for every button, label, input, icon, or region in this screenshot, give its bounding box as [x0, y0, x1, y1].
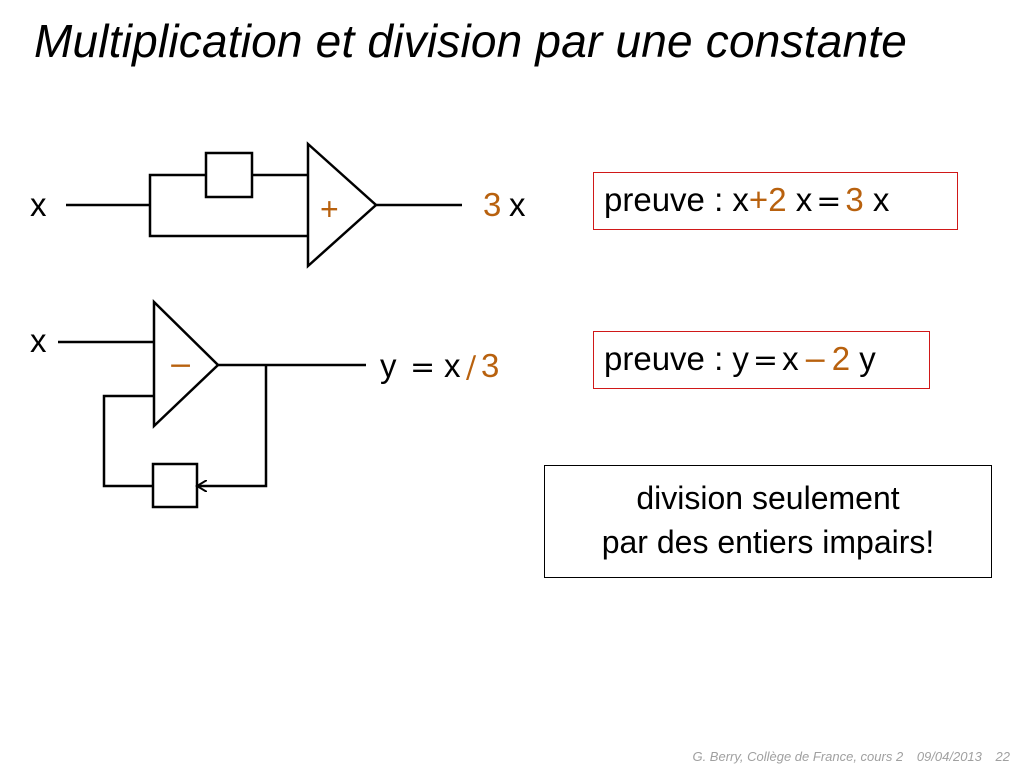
feedback-return-wire [102, 394, 154, 488]
footer-date: 09/04/2013 [916, 749, 982, 764]
output-x-label: x [444, 347, 461, 384]
output-y-label: y [380, 347, 397, 384]
adder-triangle [306, 141, 378, 269]
proof-term-y: y [732, 340, 749, 377]
proof-term-x: x [732, 181, 749, 218]
proof-minus-sign: − [802, 343, 828, 378]
proof-two: 2 [768, 181, 787, 218]
register-box [204, 151, 254, 199]
output-equals: = [410, 350, 435, 385]
proof-term-y2: y [859, 340, 876, 377]
proof-prefix-2: preuve : [604, 340, 724, 377]
proof-two-div: 2 [831, 340, 851, 377]
proof-term-x-div: x [782, 340, 799, 377]
subtractor-sign: − [168, 348, 193, 383]
odd-divisor-note: division seulement par des entiers impai… [544, 465, 992, 578]
feedback-register-box [151, 462, 199, 509]
proof-equals: = [816, 184, 842, 219]
proof-three: 3 [845, 181, 864, 218]
top-branch-wire [148, 173, 206, 205]
input-x-label: x [30, 186, 47, 223]
proof-prefix: preuve : [604, 181, 724, 218]
subtractor-triangle [152, 299, 220, 429]
footer-author: G. Berry, Collège de France, cours 2 [692, 749, 904, 764]
feedback-wire [197, 365, 268, 486]
output-variable: x [509, 186, 526, 223]
slide-footer: G. Berry, Collège de France, cours 2 09/… [682, 749, 1010, 764]
multiplier-circuit [66, 141, 462, 269]
proof-plus-sign: + [748, 181, 769, 218]
output-divisor: 3 [481, 347, 499, 384]
footer-page-number: 22 [995, 749, 1010, 764]
proof-term-x2: x [795, 181, 813, 218]
bottom-branch-wire [148, 205, 308, 238]
note-line-2: par des entiers impairs! [601, 524, 935, 560]
proof-term-x3: x [872, 181, 890, 218]
divider-circuit [58, 299, 366, 509]
proof-box-multiplication: preuve : x+2 x=3 x [593, 172, 958, 230]
proof-equals-2: = [752, 343, 779, 378]
slide-title: Multiplication et division par une const… [34, 15, 908, 67]
output-slash: / [466, 350, 477, 385]
note-line-1: division seulement [636, 480, 900, 516]
adder-sign: + [320, 191, 339, 227]
proof-box-division: preuve : y=x−2 y [593, 331, 930, 389]
output-coefficient: 3 [483, 186, 501, 223]
input-x-label-2: x [30, 322, 47, 359]
